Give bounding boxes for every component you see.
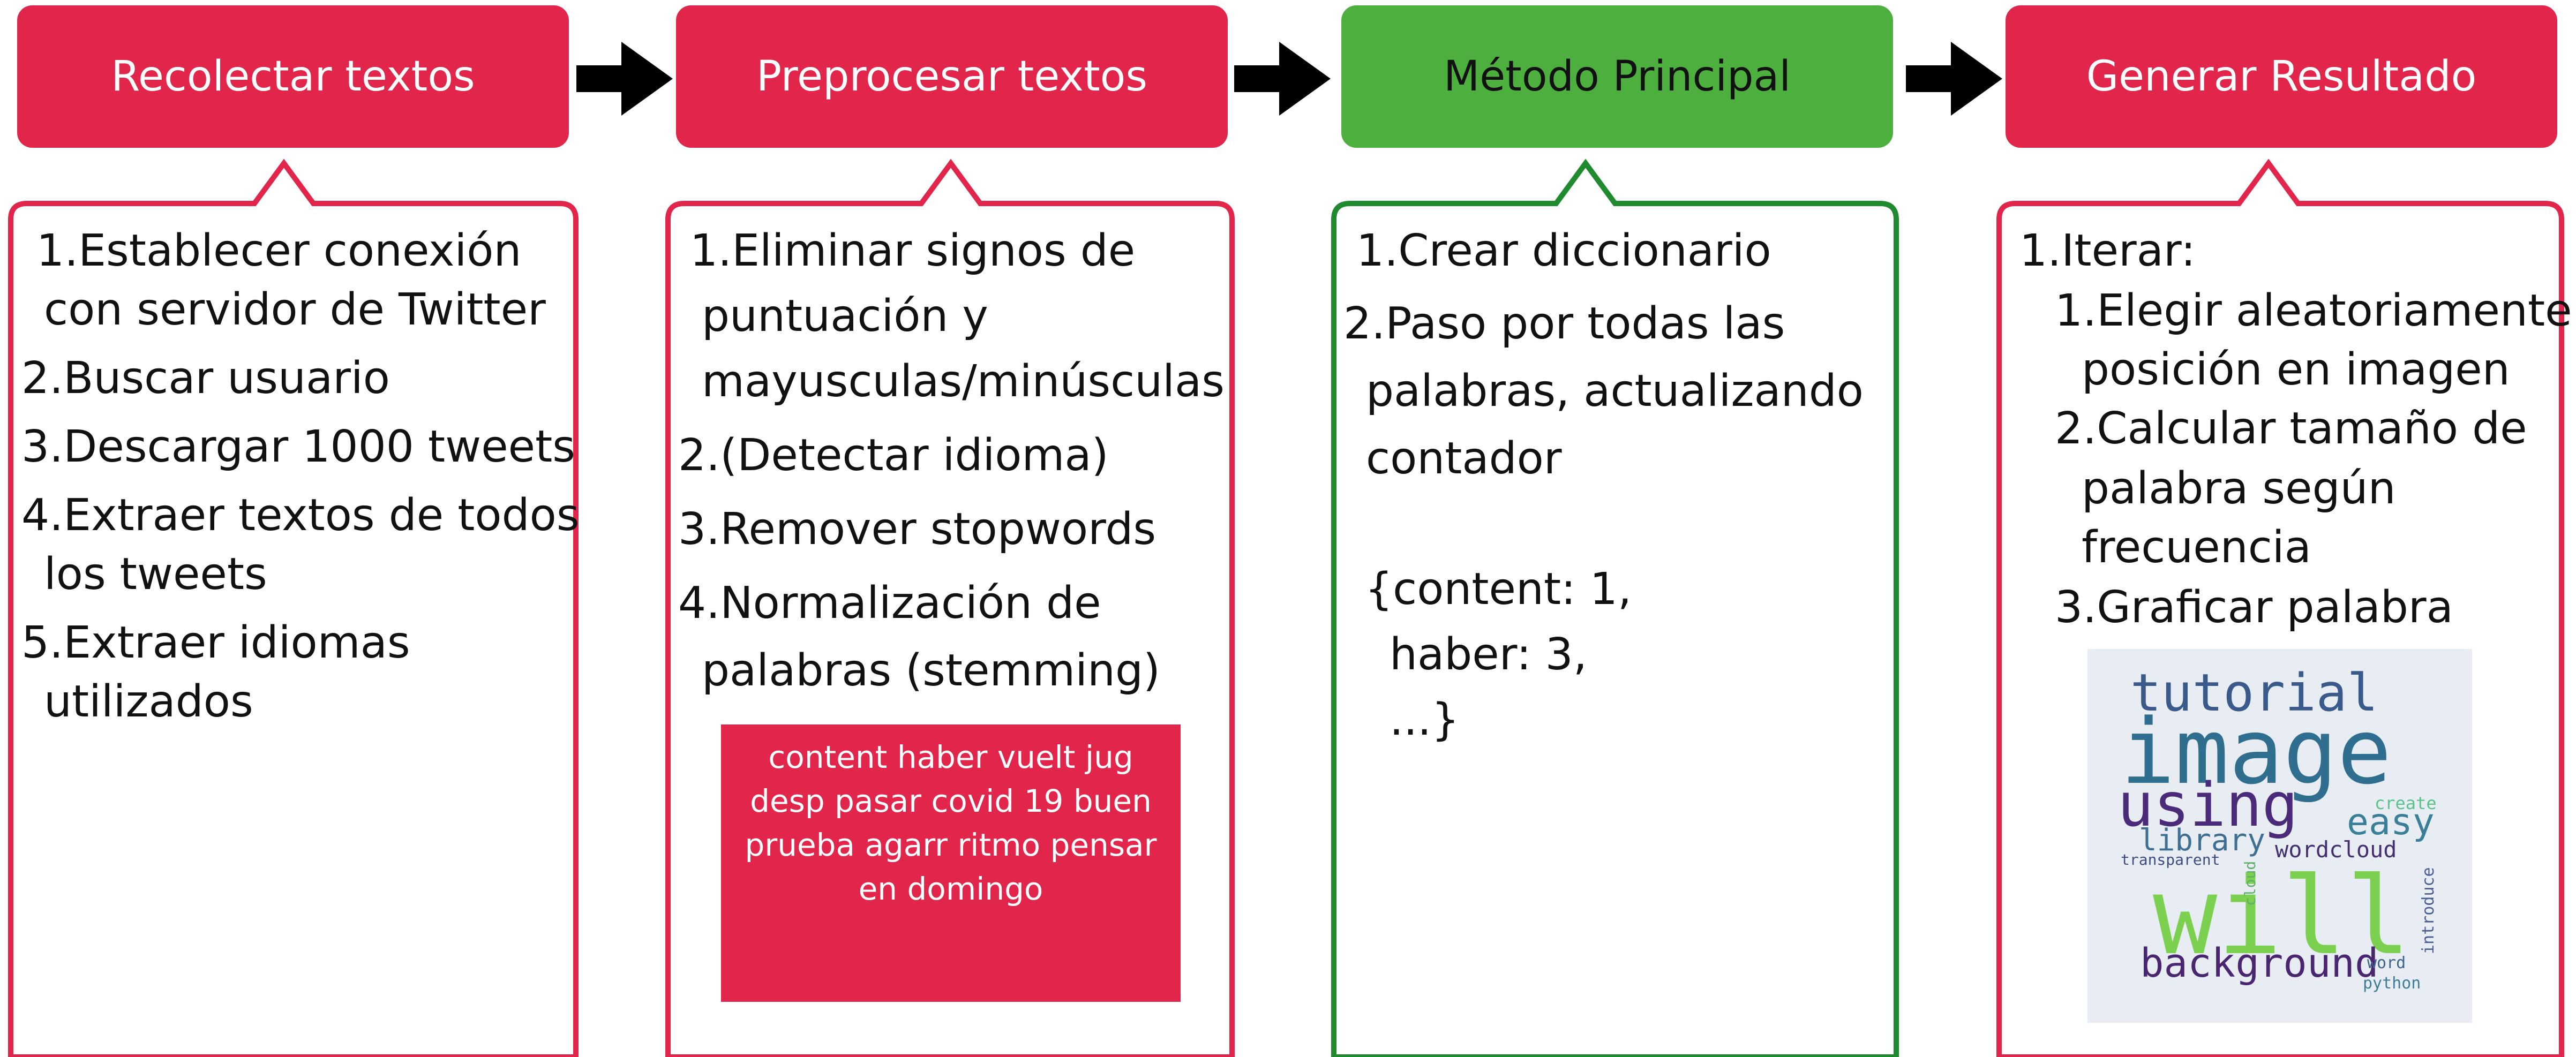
step-3-title: Método Principal [1444,52,1791,101]
step-3-header: Método Principal [1341,5,1893,148]
step-2-line-7: palabras (stemming) [702,645,1160,696]
wordcloud-word: word [2367,954,2406,972]
step-1-line-8: utilizados [44,676,253,727]
step-1-callout [8,158,579,1057]
step-4-title: Generar Resultado [2086,52,2477,101]
wordcloud-word: library [2139,823,2266,858]
step-2-header: Preprocesar textos [676,5,1228,148]
step-2-line-2: puntuación y [702,291,988,342]
example-line-1: content haber vuelt jug [768,739,1133,775]
step-2-line-6: 4.Normalización de [678,578,1101,629]
step-1-line-6: los tweets [44,549,267,600]
step-2-line-3: mayusculas/minúsculas [702,356,1225,407]
step-1-header: Recolectar textos [17,5,569,148]
example-line-3: prueba agarr ritmo pensar [745,827,1157,863]
wordcloud-word: using [2117,771,2299,840]
step-3-line-4: contador [1366,433,1562,484]
arrow-right-icon [1234,42,1331,116]
step-2-line-1: 1.Eliminar signos de [690,225,1136,276]
step-4-header: Generar Resultado [2006,5,2557,148]
stemmed-text-example: content haber vuelt jug desp pasar covid… [721,724,1181,1002]
dictionary-example-line-2: haber: 3, [1390,629,1587,680]
step-1-line-4: 3.Descargar 1000 tweets [21,421,575,472]
step-3-callout [1331,158,1899,1057]
wordcloud-word: tutorial [2130,663,2378,723]
step-4-line-5: palabra según [2082,463,2396,514]
example-line-2: desp pasar covid 19 buen [750,783,1152,819]
step-4-line-6: frecuencia [2082,522,2311,573]
step-3-line-3: palabras, actualizando [1366,366,1864,417]
step-2-line-4: 2.(Detectar idioma) [678,430,1109,481]
step-4-line-7: 3.Graficar palabra [2055,582,2453,633]
step-1-line-5: 4.Extraer textos de todos [21,490,580,541]
wordcloud-word: will [2153,854,2411,979]
step-1-line-3: 2.Buscar usuario [21,353,390,404]
dictionary-example-line-1: {content: 1, [1365,564,1632,615]
step-1-line-7: 5.Extraer idiomas [21,617,410,668]
wordcloud-word: python [2363,974,2421,993]
wordcloud-image: tutorial image using easy create library… [2087,649,2472,1023]
wordcloud-word: transparent [2121,851,2220,869]
wordcloud-word: introduce [2419,867,2438,954]
arrow-right-icon [576,42,673,116]
wordcloud-word: easy [2347,801,2435,843]
step-3-line-2: 2.Paso por todas las [1343,298,1785,349]
step-4-line-3: posición en imagen [2082,344,2510,395]
step-4-line-4: 2.Calcular tamaño de [2055,403,2527,454]
step-2-line-5: 3.Remover stopwords [678,504,1156,555]
step-2-title: Preprocesar textos [756,52,1148,101]
wordcloud-word: background [2140,940,2379,986]
dictionary-example-line-3: ...} [1390,694,1460,745]
step-1-line-1: 1.Establecer conexión [36,225,522,276]
arrow-right-icon [1906,42,2002,116]
step-3-line-1: 1.Crear diccionario [1356,225,1771,276]
step-1-line-2: con servidor de Twitter [44,284,546,335]
step-4-line-1: 1.Iterar: [2019,225,2196,276]
step-1-title: Recolectar textos [111,52,475,101]
example-line-4: en domingo [858,871,1043,907]
wordcloud-word: cloud [2241,860,2259,906]
wordcloud-word: wordcloud [2275,836,2397,863]
step-4-line-2: 1.Elegir aleatoriamente [2055,285,2572,336]
wordcloud-word: create [2375,793,2437,813]
wordcloud-word: image [2121,699,2392,804]
